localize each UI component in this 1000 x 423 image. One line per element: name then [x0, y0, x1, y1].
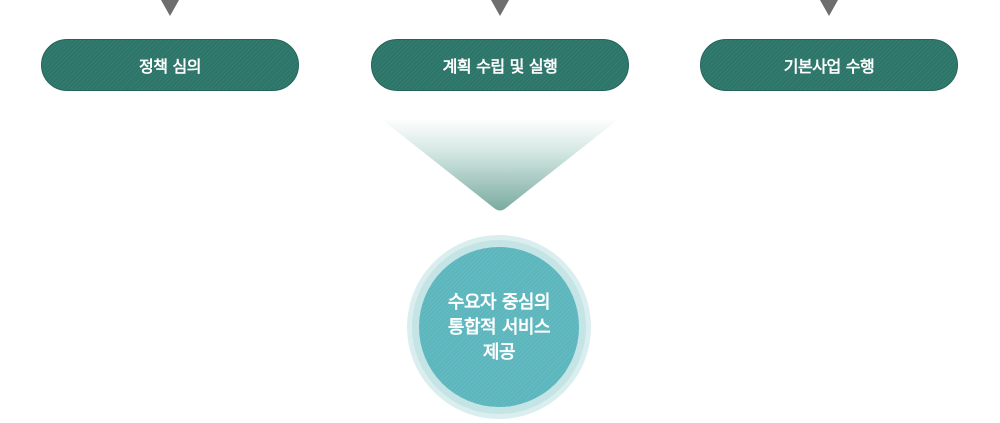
result-circle: 수요자 중심의 통합적 서비스 제공	[419, 247, 579, 407]
result-line-2: 통합적 서비스	[447, 316, 551, 338]
arrow-down-icon	[161, 0, 179, 16]
result-text: 수요자 중심의 통합적 서비스 제공	[447, 290, 551, 365]
step-label: 계획 수립 및 실행	[442, 57, 558, 76]
step-label: 기본사업 수행	[783, 57, 875, 76]
step-policy-review: 정책 심의	[41, 39, 299, 91]
arrow-down-icon	[491, 0, 509, 16]
result-line-1: 수요자 중심의	[447, 291, 551, 313]
funnel-arrow-icon	[380, 118, 620, 211]
step-label: 정책 심의	[139, 57, 201, 76]
result-line-3: 제공	[482, 341, 516, 363]
step-plan-execution: 계획 수립 및 실행	[371, 39, 629, 91]
arrow-down-icon	[820, 0, 838, 16]
step-basic-project: 기본사업 수행	[700, 39, 958, 91]
